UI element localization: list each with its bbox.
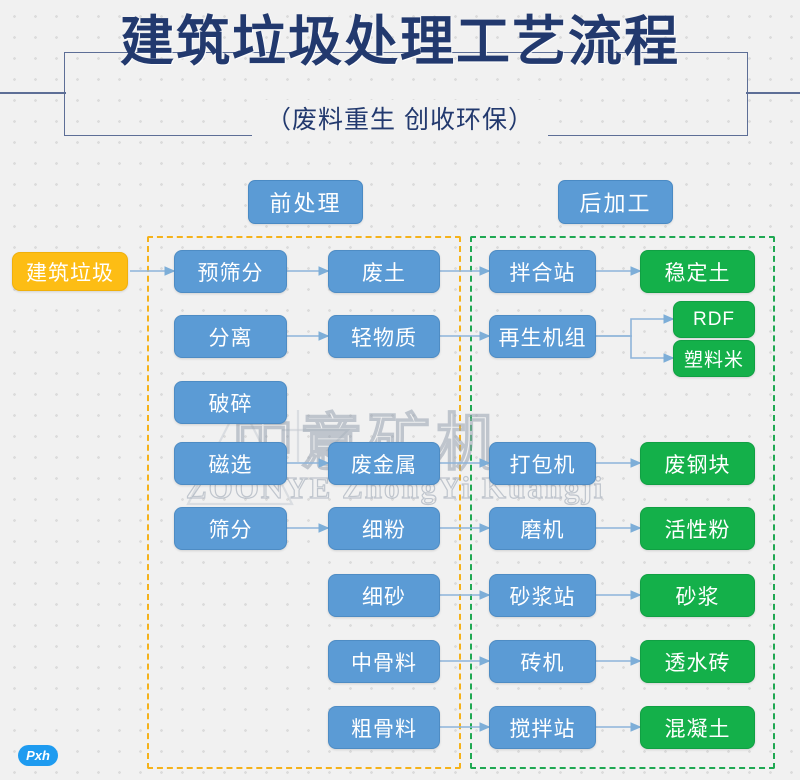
node-material-2[interactable]: 废金属 xyxy=(328,442,440,485)
node-product-6[interactable]: 透水砖 xyxy=(640,640,755,683)
node-product-7[interactable]: 混凝土 xyxy=(640,706,755,749)
node-product-2[interactable]: 塑料米 xyxy=(673,340,755,377)
node-process-1[interactable]: 分离 xyxy=(174,315,287,358)
node-equipment-5[interactable]: 砖机 xyxy=(489,640,596,683)
title-rule-right xyxy=(746,92,800,94)
node-equipment-2[interactable]: 打包机 xyxy=(489,442,596,485)
node-material-3[interactable]: 细粉 xyxy=(328,507,440,550)
node-process-3[interactable]: 磁选 xyxy=(174,442,287,485)
node-process-4[interactable]: 筛分 xyxy=(174,507,287,550)
title-rule-left xyxy=(0,92,66,94)
node-equipment-6[interactable]: 搅拌站 xyxy=(489,706,596,749)
node-product-3[interactable]: 废钢块 xyxy=(640,442,755,485)
section-header-pre: 前处理 xyxy=(248,180,363,224)
corner-badge: Pxh xyxy=(18,745,58,766)
subtitle-wrapper: （废料重生 创收环保） xyxy=(0,100,800,136)
node-material-6[interactable]: 粗骨料 xyxy=(328,706,440,749)
node-product-5[interactable]: 砂浆 xyxy=(640,574,755,617)
node-material-5[interactable]: 中骨料 xyxy=(328,640,440,683)
node-equipment-0[interactable]: 拌合站 xyxy=(489,250,596,293)
page-subtitle: （废料重生 创收环保） xyxy=(252,100,548,136)
post-process-group-frame xyxy=(470,236,775,769)
node-equipment-3[interactable]: 磨机 xyxy=(489,507,596,550)
node-equipment-1[interactable]: 再生机组 xyxy=(489,315,596,358)
node-material-1[interactable]: 轻物质 xyxy=(328,315,440,358)
node-material-0[interactable]: 废土 xyxy=(328,250,440,293)
node-material-4[interactable]: 细砂 xyxy=(328,574,440,617)
node-product-0[interactable]: 稳定土 xyxy=(640,250,755,293)
page-title: 建筑垃圾处理工艺流程 xyxy=(120,12,680,72)
pre-process-group-frame xyxy=(147,236,461,769)
node-product-1[interactable]: RDF xyxy=(673,301,755,338)
title-block: 建筑垃圾处理工艺流程 （废料重生 创收环保） xyxy=(0,0,800,160)
node-product-4[interactable]: 活性粉 xyxy=(640,507,755,550)
node-equipment-4[interactable]: 砂浆站 xyxy=(489,574,596,617)
section-header-post: 后加工 xyxy=(558,180,673,224)
node-input-construction-waste[interactable]: 建筑垃圾 xyxy=(12,252,128,291)
node-process-2[interactable]: 破碎 xyxy=(174,381,287,424)
node-process-0[interactable]: 预筛分 xyxy=(174,250,287,293)
